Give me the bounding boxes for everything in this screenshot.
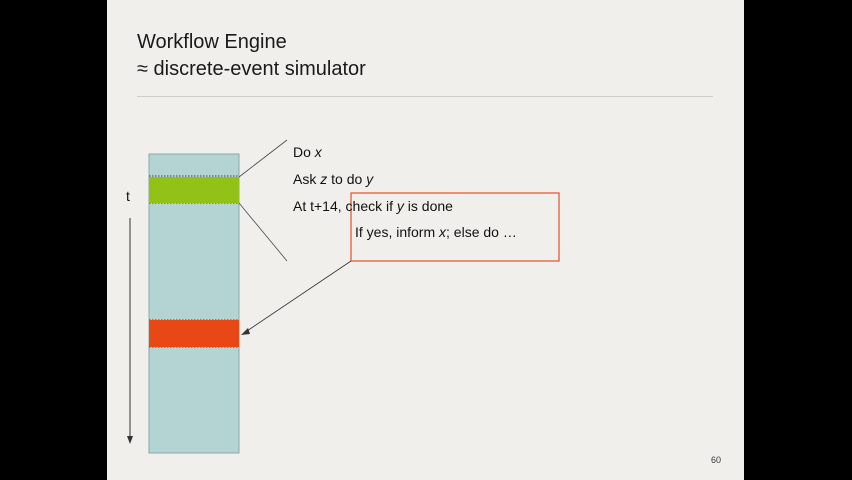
time-axis-arrowhead <box>127 436 133 444</box>
step-do-x: Do x <box>293 144 322 160</box>
timeline-column <box>148 153 240 454</box>
scheduled-event-slot <box>149 320 239 347</box>
current-event-slot <box>149 177 239 203</box>
zoom-connector-top <box>238 139 288 178</box>
zoom-connector-bottom <box>238 202 288 262</box>
step-ask-z: Ask z to do y <box>293 171 374 187</box>
title-divider <box>137 96 713 97</box>
callout-pointer-arrowhead <box>241 328 250 335</box>
callout-box <box>350 192 560 262</box>
step-result: If yes, inform x; else do … <box>355 224 517 240</box>
step-check-y: At t+14, check if y is done <box>293 198 453 214</box>
timeline-diagram <box>127 139 560 454</box>
presentation-slide: Workflow Engine ≈ discrete-event simulat… <box>107 0 744 480</box>
time-axis-label: t <box>126 188 130 204</box>
slide-title: Workflow Engine <box>137 31 287 53</box>
callout-pointer <box>246 260 352 332</box>
slide-subtitle: ≈ discrete-event simulator <box>137 58 366 80</box>
page-number: 60 <box>711 455 722 465</box>
